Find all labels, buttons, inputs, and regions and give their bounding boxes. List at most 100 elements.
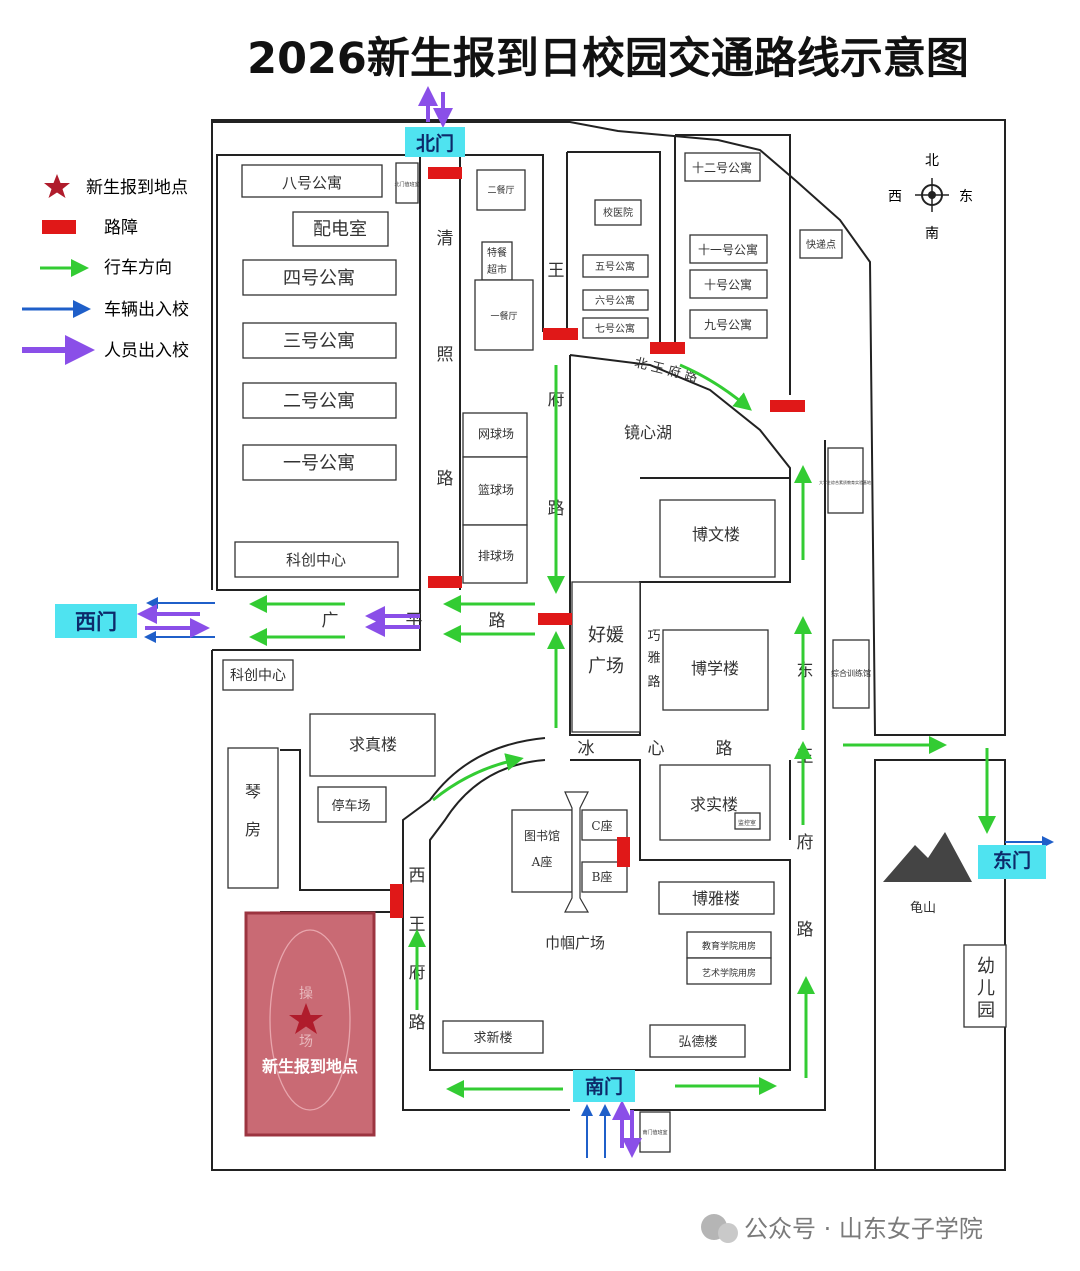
- building-canteen2: [476, 169, 526, 211]
- label-boya: 博雅楼: [692, 889, 740, 908]
- label-apt6: 六号公寓: [595, 294, 635, 307]
- label-qin-1: 琴: [245, 782, 261, 801]
- label-apt5: 五号公寓: [595, 260, 635, 273]
- gate-labels: 北门 西门 东门 南门: [55, 127, 1046, 1102]
- label-basketball: 篮球场: [478, 482, 514, 497]
- building-apt3: [242, 322, 397, 359]
- label-innovation-top: 科创中心: [286, 551, 346, 569]
- label-report-point: 新生报到地点: [262, 1057, 358, 1076]
- label-art-room: 艺术学院用房: [702, 967, 756, 979]
- roadblock-library: [617, 837, 630, 867]
- building-apt4: [242, 259, 397, 296]
- label-innovation-bottom: 科创中心: [230, 668, 286, 684]
- building-apt6: [582, 289, 649, 311]
- label-square: 巾帼广场: [545, 934, 605, 952]
- buildings: [222, 152, 1007, 1153]
- label-student-center: 大学生综合素质教育实验基地: [819, 479, 871, 485]
- label-monitor: 监控室: [738, 819, 756, 827]
- label-library-1: 图书馆: [524, 828, 560, 843]
- building-apt1: [242, 444, 397, 481]
- label-apt1: 一号公寓: [283, 453, 355, 474]
- building-apt9: [689, 309, 768, 339]
- label-library-2: A座: [531, 854, 553, 869]
- road-xiwangfu-1: 西: [409, 866, 426, 886]
- label-apt9: 九号公寓: [704, 317, 752, 332]
- legend: 新生报到地点 路障 行车方向 车辆出入校 人员出入校: [22, 174, 189, 365]
- building-apt7: [582, 317, 649, 339]
- compass-north: 北: [925, 153, 939, 169]
- road-xiwangfu-4: 路: [409, 1013, 426, 1033]
- label-apt11: 十一号公寓: [698, 242, 758, 257]
- building-seat-c: [581, 809, 628, 841]
- road-qingzhao-3: 路: [437, 469, 454, 489]
- label-playground-2: 场: [299, 1034, 313, 1050]
- building-qiuzhen: [309, 713, 436, 777]
- label-haoyuan-1: 好媛: [588, 625, 624, 646]
- outer-boundary: [211, 119, 1006, 736]
- south-gate-bg: [573, 1070, 635, 1102]
- roadblock-xiwangfu: [390, 884, 403, 918]
- roadblock-canteen: [543, 328, 578, 340]
- compass-west: 西: [888, 189, 902, 205]
- label-apt10: 十号公寓: [704, 277, 752, 292]
- label-kindergarten-char: 园: [977, 1000, 995, 1021]
- north-gate-label: 北门: [416, 132, 454, 155]
- label-tennis: 网球场: [478, 427, 514, 441]
- building-kindergarten: [963, 944, 1007, 1028]
- building-innovation-top: [234, 541, 399, 578]
- building-apt12: [684, 152, 761, 182]
- label-apt4: 四号公寓: [283, 268, 355, 289]
- arrow-beiwangfu: [679, 363, 752, 411]
- west-gate-label: 西门: [75, 610, 117, 634]
- map-title: 2026新生报到日校园交通路线示意图: [247, 34, 969, 84]
- road-guangping-3: 路: [489, 611, 506, 631]
- compass-south: 南: [925, 226, 939, 242]
- road-qiaoya-3: 路: [647, 674, 660, 690]
- building-canteen1: [474, 279, 534, 351]
- compass: 北 南 西 东: [888, 153, 973, 242]
- north-gate-bg: [405, 127, 465, 157]
- label-north-duty: 北门值班室: [394, 181, 419, 188]
- legend-roadblock-label: 路障: [104, 218, 138, 238]
- label-canteen1: 一餐厅: [490, 310, 517, 322]
- roadblock-beiwangfu-2: [770, 400, 805, 412]
- building-volleyball: [462, 524, 528, 584]
- building-monitor: [734, 812, 761, 830]
- report-field-track: [269, 929, 351, 1111]
- label-haoyuan-2: 广场: [588, 656, 624, 677]
- label-seat-c: C座: [591, 818, 612, 833]
- roadblock-haoyuan: [538, 613, 572, 625]
- road-guangping-1: 广: [322, 611, 339, 631]
- drive-arrows: [249, 363, 996, 1098]
- legend-drive-label: 行车方向: [104, 258, 172, 278]
- mountain-icon: [883, 832, 972, 882]
- road-qingzhao-2: 照: [437, 345, 454, 365]
- report-star-icon: [289, 1003, 323, 1034]
- label-qin-2: 房: [245, 820, 261, 839]
- road-bingxin-3: 路: [716, 739, 733, 759]
- label-kindergarten-char: 幼: [977, 956, 995, 977]
- building-art-room: [686, 957, 772, 985]
- label-boxue: 博学楼: [691, 659, 739, 678]
- library-connector: [564, 791, 590, 913]
- report-field: 操 场 新生报到地点: [244, 911, 376, 1137]
- legend-roadblock-icon: [42, 220, 76, 234]
- label-power-room: 配电室: [313, 219, 367, 240]
- label-apt7: 七号公寓: [595, 322, 635, 335]
- building-boya: [658, 881, 775, 915]
- label-apt8: 八号公寓: [282, 174, 342, 192]
- building-training: [832, 639, 870, 709]
- label-edu-room: 教育学院用房: [702, 940, 756, 952]
- label-bowen: 博文楼: [692, 525, 740, 544]
- building-apt2: [242, 382, 397, 419]
- building-bowen: [659, 499, 776, 578]
- label-gui-mountain: 龟山: [910, 901, 936, 916]
- road-bingxin-1: 冰: [578, 739, 595, 759]
- watermark: 公众号 · 山东女子学院: [701, 1214, 983, 1243]
- building-north-duty: [395, 162, 419, 204]
- road-dongwangfu-4: 路: [797, 920, 814, 940]
- building-library: [511, 809, 573, 893]
- label-special-2: 超市: [487, 263, 507, 276]
- legend-star-icon: [44, 174, 70, 198]
- label-express: 快递点: [806, 238, 836, 251]
